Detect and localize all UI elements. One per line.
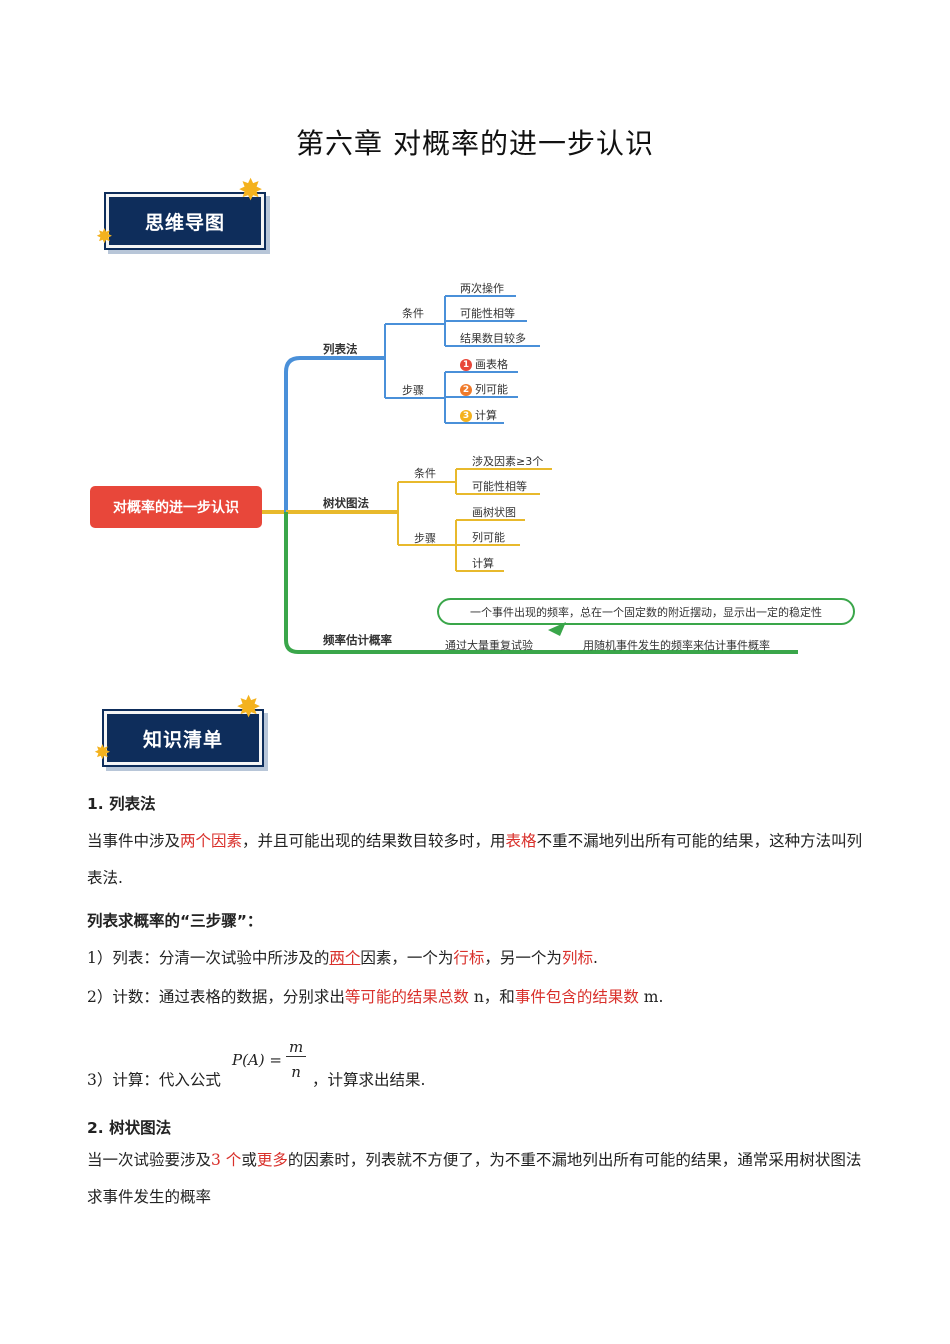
number-badge-icon: 2 [460, 384, 472, 396]
branch2-cond-item: 可能性相等 [472, 480, 527, 493]
branch-table-method: 列表法 [323, 342, 358, 356]
branch-frequency-estimation: 频率估计概率 [323, 633, 392, 647]
highlight-text: 两个因素 [180, 832, 243, 850]
probability-formula: P(A) = m n [232, 1038, 307, 1081]
paragraph: 当事件中涉及两个因素，并且可能出现的结果数目较多时，用表格不重不漏地列出所有可能… [87, 832, 863, 887]
step-line: 2）计数：通过表格的数据，分别求出等可能的结果总数 n，和事件包含的结果数 m. [87, 988, 664, 1006]
highlight-text: 3 个 [211, 1151, 242, 1169]
mindmap-badge: 思维导图 [106, 194, 264, 248]
mindmap-root: 对概率的进一步认识 [90, 486, 262, 528]
sub-heading: 列表求概率的“三步骤”： [87, 912, 263, 930]
highlight-text: 更多 [256, 1151, 288, 1169]
formula-lhs: P(A) = [232, 1050, 282, 1069]
branch2-step-item: 计算 [472, 557, 494, 570]
star-icon: ✸ [238, 173, 264, 208]
branch1-cond-item: 结果数目较多 [460, 332, 526, 345]
branch-tree-method: 树状图法 [323, 496, 369, 510]
mindmap-connectors [262, 295, 798, 654]
step-line: 3）计算：代入公式 [87, 1071, 221, 1089]
fraction-numerator: m [285, 1038, 307, 1057]
branch2-step-item: 画树状图 [472, 506, 516, 519]
star-icon: ✸ [96, 224, 113, 248]
highlight-text: 表格 [505, 832, 537, 850]
section-heading: 1. 列表法 [87, 795, 156, 813]
fraction-denominator: n [291, 1063, 301, 1081]
highlight-text: 等可能的结果总数 [344, 988, 469, 1006]
section-heading: 2. 树状图法 [87, 1119, 172, 1137]
branch2-steps-label: 步骤 [414, 532, 436, 545]
formula-fraction: m n [285, 1038, 307, 1081]
branch1-condition-label: 条件 [402, 307, 424, 320]
highlight-text: 事件包含的结果数 [514, 988, 639, 1006]
knowledge-badge-label: 知识清单 [142, 728, 223, 751]
step-line-tail: ，计算求出结果. [312, 1071, 426, 1089]
star-icon: ✸ [94, 740, 111, 764]
step-line: 1）列表：分清一次试验中所涉及的两个因素，一个为行标，另一个为列标. [87, 949, 598, 967]
branch1-cond-item: 可能性相等 [460, 307, 515, 320]
number-badge-icon: 1 [460, 359, 472, 371]
branch2-step-item: 列可能 [472, 531, 505, 544]
branch3-sub-item: 用随机事件发生的频率来估计事件概率 [583, 639, 770, 652]
frequency-callout: 一个事件出现的频率，总在一个固定数的附近摆动，显示出一定的稳定性 [437, 598, 855, 625]
star-icon: ✸ [236, 690, 262, 725]
branch2-cond-item: 涉及因素≥3个 [472, 455, 544, 468]
mindmap-badge-label: 思维导图 [144, 211, 225, 234]
branch1-cond-item: 两次操作 [460, 282, 504, 295]
branch2-condition-label: 条件 [414, 467, 436, 480]
branch3-sub-item: 通过大量重复试验 [445, 639, 533, 652]
highlight-text: 行标 [453, 949, 485, 967]
number-badge-icon: 3 [460, 410, 472, 422]
highlight-text: 列标 [561, 949, 593, 967]
frequency-callout-text: 一个事件出现的频率，总在一个固定数的附近摆动，显示出一定的稳定性 [470, 605, 822, 619]
branch1-steps-label: 步骤 [402, 384, 424, 397]
highlight-text: 两个 [329, 949, 361, 967]
page-title: 第六章 对概率的进一步认识 [296, 127, 654, 160]
paragraph: 当一次试验要涉及3 个或更多的因素时，列表就不方便了，为不重不漏地列出所有可能的… [87, 1151, 862, 1206]
knowledge-badge: 知识清单 [104, 711, 262, 765]
